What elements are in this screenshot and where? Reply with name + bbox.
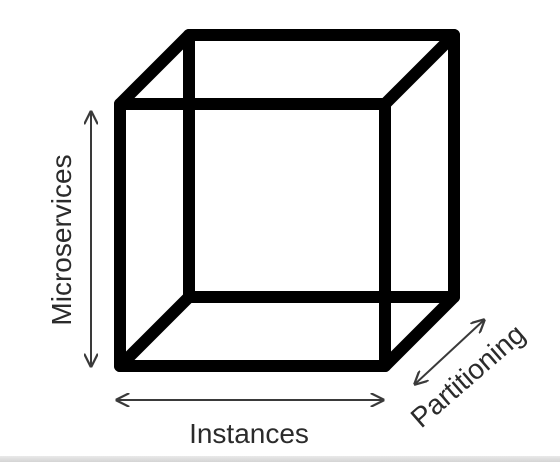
cube-edge-bottom-right [379,291,460,372]
cube-edge-top-right [379,29,460,110]
cube-back-face [183,29,460,303]
cube [114,29,460,372]
microservices-axis-label: Microservices [46,154,77,325]
cube-front-face [114,98,391,372]
cube-edge-bottom-left [114,291,195,372]
instances-axis-label: Instances [189,418,309,449]
cube-edge-top-left [114,29,195,110]
bottom-edge-shade [0,456,560,462]
partitioning-axis-arrow [415,320,484,384]
